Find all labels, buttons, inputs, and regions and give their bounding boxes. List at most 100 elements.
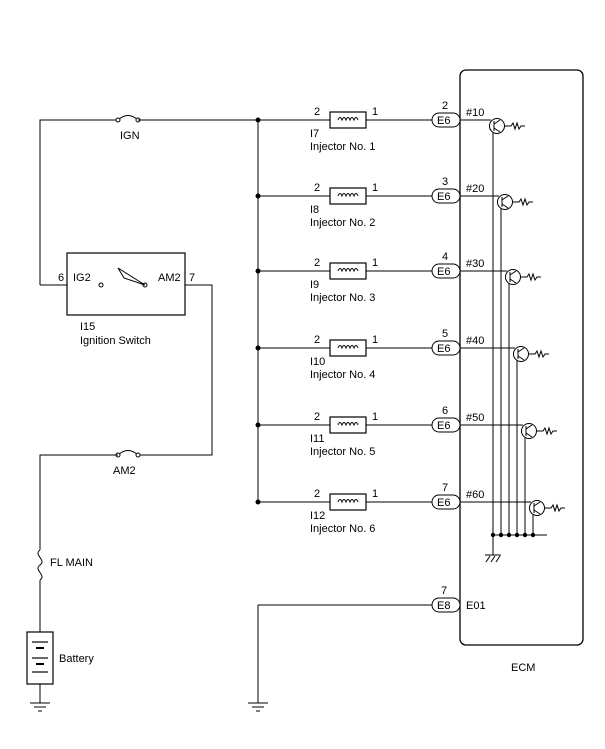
ground-junction-dot bbox=[522, 532, 528, 538]
am2-to-flmain-wire bbox=[39, 454, 118, 550]
am2-fuse-symbol bbox=[117, 450, 139, 456]
injector-1-body bbox=[329, 111, 367, 129]
injector-pin-2: 2 bbox=[314, 257, 320, 269]
injector-pin-1: 1 bbox=[372, 106, 378, 118]
transistor-icon bbox=[521, 423, 537, 439]
am2-fuse-label: AM2 bbox=[113, 465, 136, 477]
base-resistor-icon bbox=[504, 121, 525, 131]
ig2-terminal-label: IG2 bbox=[73, 272, 91, 284]
ecm-terminal-label: #60 bbox=[466, 489, 484, 501]
ecm-pin-number: 2 bbox=[442, 100, 448, 112]
injector-5-id: I11 bbox=[310, 433, 324, 445]
ecm-pin-number: 6 bbox=[442, 405, 448, 417]
base-resistor-icon bbox=[544, 503, 565, 513]
injector-coil-icon bbox=[337, 193, 359, 198]
injector-2-name: Injector No. 2 bbox=[310, 217, 375, 229]
injector-6-body bbox=[329, 493, 367, 511]
ecm-pin-number: 4 bbox=[442, 251, 448, 263]
am2-pin: 7 bbox=[189, 272, 195, 284]
transistor-icon bbox=[497, 194, 513, 210]
ecm-terminal-label: #40 bbox=[466, 335, 484, 347]
injector-5-name: Injector No. 5 bbox=[310, 446, 375, 458]
ecm-connector-label: E6 bbox=[437, 266, 450, 278]
injector-coil-icon bbox=[337, 117, 359, 122]
ground-junction-dot bbox=[498, 532, 504, 538]
transistor-symbol bbox=[509, 270, 517, 284]
injector-pin-2: 2 bbox=[314, 488, 320, 500]
base-resistor-icon bbox=[512, 197, 533, 207]
injector-4-body bbox=[329, 339, 367, 357]
fl-main-label: FL MAIN bbox=[50, 557, 93, 569]
ecm-connector-label: E6 bbox=[437, 191, 450, 203]
ecm-label: ECM bbox=[511, 662, 535, 674]
transistor-symbol bbox=[501, 195, 509, 209]
transistor-icon bbox=[513, 346, 529, 362]
e8-connector-label: E8 bbox=[437, 600, 450, 612]
am2-terminal-label: AM2 bbox=[158, 272, 181, 284]
ecm-connector-label: E6 bbox=[437, 115, 450, 127]
ecm-terminal-label: #10 bbox=[466, 107, 484, 119]
injector-6-id: I12 bbox=[310, 510, 325, 522]
transistor-symbol bbox=[525, 424, 533, 438]
e8-connector bbox=[431, 597, 461, 613]
e8-pin: 7 bbox=[441, 585, 447, 597]
ecm-terminal-label: #20 bbox=[466, 183, 484, 195]
ecm-pin-number: 5 bbox=[442, 328, 448, 340]
ignition-switch-name: Ignition Switch bbox=[80, 335, 151, 347]
injector-pin-1: 1 bbox=[372, 411, 378, 423]
ecm-connector-label: E6 bbox=[437, 497, 450, 509]
ground-junction-dot bbox=[530, 532, 536, 538]
base-resistor-icon bbox=[536, 426, 557, 436]
ignition-switch-box bbox=[66, 252, 186, 316]
ign-fuse-label: IGN bbox=[120, 130, 140, 142]
injector-pin-2: 2 bbox=[314, 182, 320, 194]
injector-coil-icon bbox=[337, 499, 359, 504]
am2-fuse-terminal-right bbox=[135, 452, 141, 458]
ecm-box bbox=[459, 69, 584, 646]
injector-pin-2: 2 bbox=[314, 334, 320, 346]
injector-pin-1: 1 bbox=[372, 334, 378, 346]
ign-fuse-symbol bbox=[117, 115, 139, 121]
fl-main-fusible-link-icon bbox=[37, 549, 43, 581]
switch-contact-left bbox=[98, 282, 104, 288]
injector-pin-2: 2 bbox=[314, 106, 320, 118]
ig2-pin: 6 bbox=[58, 272, 64, 284]
ecm-pin-number: 7 bbox=[442, 482, 448, 494]
switch-lever-icon bbox=[117, 267, 146, 286]
base-resistor-icon bbox=[520, 272, 541, 282]
transistor-icon bbox=[489, 118, 505, 134]
injector-2-body bbox=[329, 187, 367, 205]
battery-label: Battery bbox=[59, 653, 94, 665]
injector-coil-icon bbox=[337, 268, 359, 273]
injector-1-id: I7 bbox=[310, 128, 319, 140]
ground-junction-dot bbox=[490, 532, 496, 538]
ground-junction-dot bbox=[506, 532, 512, 538]
ecm-pin-number: 3 bbox=[442, 176, 448, 188]
injector-pin-2: 2 bbox=[314, 411, 320, 423]
injector-2-id: I8 bbox=[310, 204, 319, 216]
transistor-symbol bbox=[533, 501, 541, 515]
transistor-icon bbox=[505, 269, 521, 285]
battery-ground-icon bbox=[30, 702, 50, 712]
ecm-connector-label: E6 bbox=[437, 343, 450, 355]
injector-3-name: Injector No. 3 bbox=[310, 292, 375, 304]
battery-icon bbox=[32, 641, 48, 673]
e01-ground-icon bbox=[248, 702, 268, 712]
injector-3-id: I9 bbox=[310, 279, 319, 291]
base-resistor-icon bbox=[528, 349, 549, 359]
ign-feed-wire bbox=[39, 119, 118, 285]
ground-junction-dot bbox=[514, 532, 520, 538]
e01-terminal-label: E01 bbox=[466, 600, 486, 612]
injector-pin-1: 1 bbox=[372, 257, 378, 269]
ecm-terminal-label: #30 bbox=[466, 258, 484, 270]
ignition-switch-id: I15 bbox=[80, 321, 95, 333]
injector-6-name: Injector No. 6 bbox=[310, 523, 375, 535]
injector-coil-icon bbox=[337, 345, 359, 350]
transistor-icon bbox=[529, 500, 545, 516]
injector-4-name: Injector No. 4 bbox=[310, 369, 375, 381]
ecm-terminal-label: #50 bbox=[466, 412, 484, 424]
injector-1-name: Injector No. 1 bbox=[310, 141, 375, 153]
ecm-ground-icon bbox=[485, 554, 501, 563]
